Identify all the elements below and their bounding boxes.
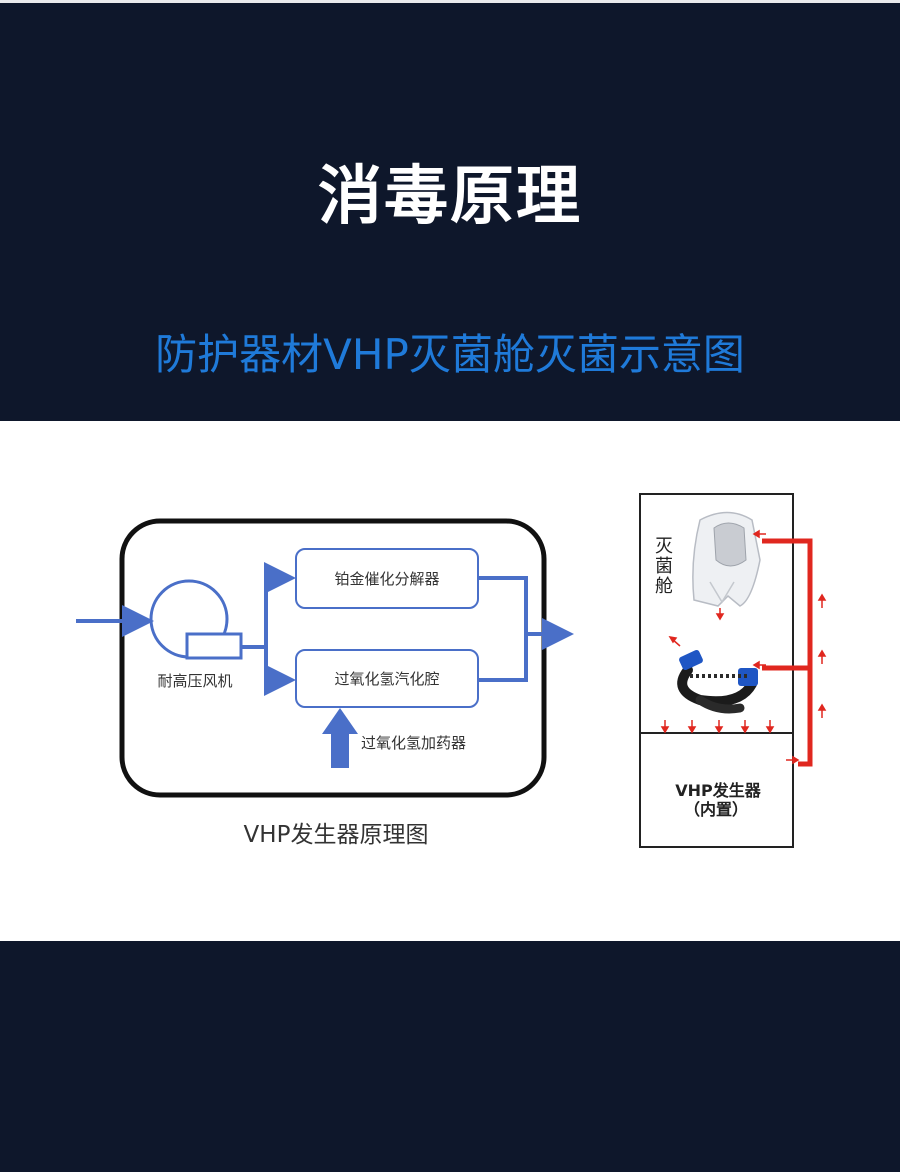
vaporization-chamber-label: 过氧化氢汽化腔 [334,670,439,688]
diagram-canvas: 耐高压风机 铂金催化分解器 过氧化氢汽化腔 过氧化氢加药器 VHP发生器原理图 [76,493,827,848]
generator-diagram-caption: VHP发生器原理图 [244,822,429,848]
return-duct [762,538,813,767]
header-section: 消毒原理 防护器材VHP灭菌舱灭菌示意图 [0,3,900,421]
generator-label-line2: （内置） [684,800,748,819]
fan-label: 耐高压风机 [157,672,232,690]
page-subtitle: 防护器材VHP灭菌舱灭菌示意图 [155,330,745,379]
dosing-arrow [322,708,358,768]
chamber-label-char-2: 菌 [655,556,673,577]
vhp-generator-diagram: 耐高压风机 铂金催化分解器 过氧化氢汽化腔 过氧化氢加药器 VHP发生器原理图 [76,518,574,848]
vapor-flow-arrows [660,529,800,765]
fan-outlet [185,632,243,660]
breathing-hose-icon [677,649,758,714]
footer-section [0,941,900,1172]
sterilization-chamber-diagram: 灭 菌 舱 [639,493,827,848]
dosing-label: 过氧化氢加药器 [361,734,466,752]
top-border [0,0,900,3]
chamber-label-char-1: 灭 [655,536,673,557]
generator-label-line1: VHP发生器 [675,781,762,800]
protective-hood-icon [692,511,761,607]
chamber-label-char-3: 舱 [655,576,673,597]
return-duct-arrows [817,593,827,718]
catalytic-decomposer-label: 铂金催化分解器 [334,570,439,588]
page-title: 消毒原理 [318,160,582,234]
diagram-panel: 耐高压风机 铂金催化分解器 过氧化氢汽化腔 过氧化氢加药器 VHP发生器原理图 [0,421,900,941]
generator-outline [119,518,547,798]
